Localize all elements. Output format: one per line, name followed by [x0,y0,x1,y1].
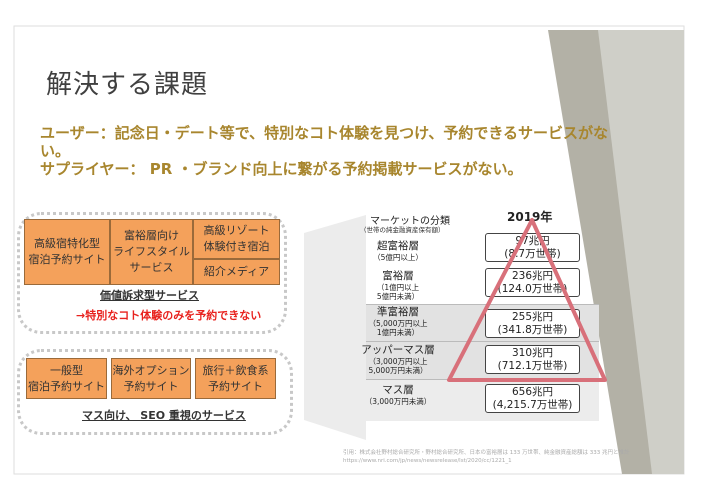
level-amount: 310兆円 [511,347,554,359]
level-range: （5,000万円以上 1億円未満） [368,319,428,337]
pyramid-value-box: 656兆円 (4,215.7万世帯) [485,384,580,413]
pyramid-header-label: マーケットの分類 [370,216,450,227]
level-amount: 236兆円 [511,270,554,282]
pyramid-value-box: 255兆円 (341.8万世帯) [485,309,580,338]
pyramid-year: 2019年 [507,210,553,224]
level-name: アッパーマス層 [361,344,435,356]
level-name: 富裕層 [382,270,414,282]
level-amount: 97兆円 [515,235,550,247]
pyramid-level-upper-mass: アッパーマス層 （3,000万円以上 5,000万円未満） [360,344,436,375]
mass-service-box: 海外オプション 予約サイト [111,358,191,399]
level-households: (712.1万世帯) [497,360,568,372]
pyramid-value-box: 97兆円 (8.7万世帯) [485,233,580,262]
value-group-label: 価値訴求型サービス [100,289,199,302]
pyramid-level-ultra-wealthy: 超富裕層 （5億円以上） [360,240,436,262]
level-households: (124.0万世帯) [497,283,568,295]
problem-supplier: サプライヤー： PR ・ブランド向上に繋がる予約掲載サービスがない。 [40,160,523,178]
level-households: (4,215.7万世帯) [492,399,573,411]
pyramid-level-mass: マス層 （3,000万円未満） [360,384,436,406]
pyramid-value-box: 236兆円 (124.0万世帯) [485,268,580,297]
pyramid-level-wealthy: 富裕層 （1億円以上 5億円未満） [360,270,436,301]
problem-user: ユーザー：記念日・デート等で、特別なコト体験を見つけ、予約できるサービスがな [40,124,609,142]
level-amount: 656兆円 [511,386,554,398]
problem-user-continued: い。 [40,142,71,160]
value-group-note: →特別なコト体験のみを予約できない [76,309,262,322]
level-name: 超富裕層 [377,240,419,252]
source-citation: 引用：株式会社野村総合研究所・野村総合研究所、日本の富裕層は 133 万世帯、純… [343,450,630,464]
level-name: 準富裕層 [377,306,419,318]
value-services-group [17,212,287,334]
level-range: （1億円以上 5億円未満） [376,283,420,301]
value-service-box: 紹介メディア [193,259,280,285]
level-households: (341.8万世帯) [497,324,568,336]
level-households: (8.7万世帯) [504,248,561,260]
value-service-box: 高級リゾート 体験付き宿泊 [193,219,280,259]
level-range: （3,000万円以上 5,000万円未満） [368,357,428,375]
pyramid-header-sub: （世帯の純金融資産保有額） [360,226,445,234]
mass-services-group [17,349,293,435]
pyramid-value-box: 310兆円 (712.1万世帯) [485,345,580,374]
mass-service-box: 一般型 宿泊予約サイト [26,358,107,399]
slide-title: 解決する課題 [46,70,209,100]
mass-service-box: 旅行＋飲食系 予約サイト [195,358,276,399]
level-range: （5億円以上） [373,253,423,262]
mass-group-label: マス向け、 SEO 重視のサービス [82,409,246,422]
level-name: マス層 [382,384,414,396]
level-range: （3,000万円未満） [364,397,432,406]
pyramid-level-upper-affluent: 準富裕層 （5,000万円以上 1億円未満） [360,306,436,337]
level-amount: 255兆円 [511,311,554,323]
value-service-box: 富裕層向け ライフスタイル サービス [110,219,193,285]
value-service-box: 高級宿特化型 宿泊予約サイト [24,219,110,285]
